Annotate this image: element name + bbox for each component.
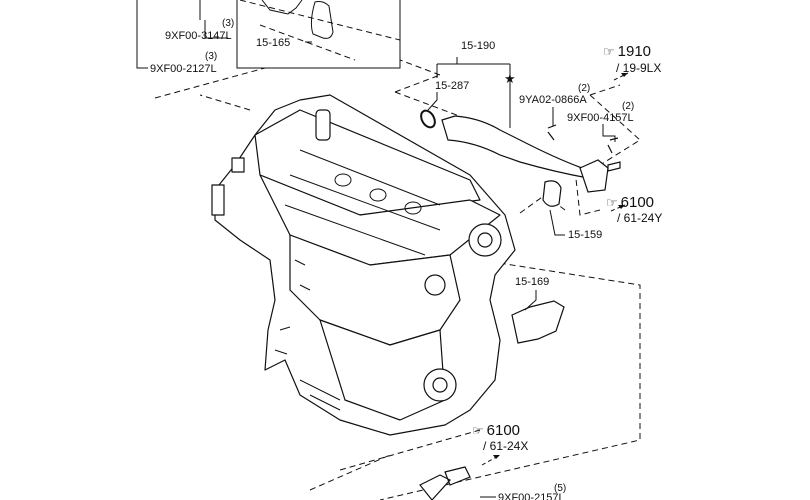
leader-line <box>136 0 148 69</box>
bracket-15-190 <box>436 57 511 128</box>
o-ring-15-287 <box>420 109 436 129</box>
quantity: (3) <box>222 18 235 29</box>
reference-number: 6100 <box>620 194 655 211</box>
reference-sub: / 61-24Y <box>617 211 663 225</box>
reference-sub: / 61-24X <box>483 439 529 453</box>
reference-sub: / 19-9LX <box>616 61 662 75</box>
gasket-15-165 <box>310 1 334 39</box>
quantity: (2) <box>622 101 635 112</box>
quantity: (2) <box>578 83 591 94</box>
gasket-15-159 <box>542 180 562 207</box>
part-label[interactable]: 9XF00-4157L <box>567 112 634 124</box>
pointing-hand-icon: ☞ <box>603 44 615 59</box>
quantity: (5) <box>554 483 567 494</box>
part-label[interactable]: 15-190 <box>461 40 496 52</box>
part-label[interactable]: 9XF00-3147L <box>165 30 232 42</box>
reference-number: 1910 <box>617 43 652 60</box>
pointing-hand-icon: ☞ <box>472 423 484 438</box>
reference-link-6100[interactable]: ☞6100 <box>472 423 520 439</box>
pointing-hand-icon: ☞ <box>606 195 618 210</box>
reference-link-1910[interactable]: ☞1910 <box>603 44 651 60</box>
reference-number: 6100 <box>486 422 521 439</box>
quantity: (3) <box>205 51 218 62</box>
part-label[interactable]: 9YA02-0866A <box>519 94 587 106</box>
inset-box <box>236 0 401 69</box>
part-label[interactable]: 15-159 <box>568 229 603 241</box>
part-label[interactable]: 15-169 <box>515 276 550 288</box>
part-label[interactable]: 9XF00-2157L <box>498 492 565 500</box>
star-icon: ★ <box>504 71 516 86</box>
part-label[interactable]: 15-287 <box>435 80 470 92</box>
gasket-15-169 <box>511 300 565 344</box>
water-pipe <box>441 115 590 179</box>
part-label[interactable]: 15-165 <box>256 37 291 49</box>
part-label[interactable]: 9XF00-2127L <box>150 63 217 75</box>
reference-link-6100[interactable]: ☞6100 <box>606 195 654 211</box>
